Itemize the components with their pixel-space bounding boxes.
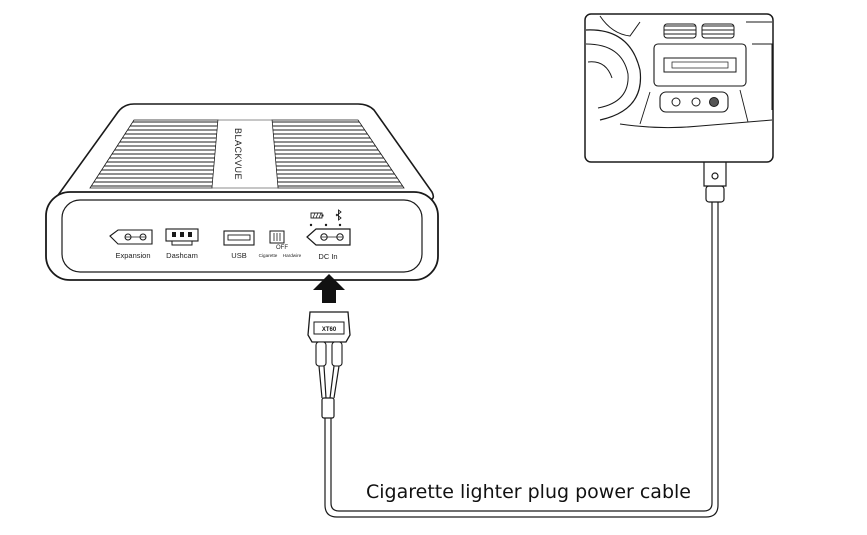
switch-off-label: OFF — [276, 245, 288, 251]
xt60-label: XT60 — [322, 327, 337, 333]
expansion-port: Expansion — [109, 229, 153, 260]
usb-port: USB — [223, 230, 255, 260]
bluetooth-icon — [335, 209, 342, 221]
status-led-1 — [309, 223, 313, 227]
insert-arrow-icon — [313, 274, 345, 303]
expansion-port-label: Expansion — [115, 251, 150, 260]
status-led-3 — [338, 223, 342, 227]
xt60-connector: XT60 — [307, 311, 351, 367]
device-center-panel — [211, 119, 279, 189]
mode-switch: OFF Cigarette Hardwire — [259, 230, 302, 258]
device-brand-label: BLACKVUE — [233, 128, 243, 180]
cable-caption: Cigarette lighter plug power cable — [366, 481, 691, 503]
usb-port-label: USB — [231, 251, 246, 260]
car-dashboard-icon — [584, 13, 774, 163]
battery-pack-device: BLACKVUE Expansion Dashcam USB — [45, 103, 439, 281]
power-cable — [318, 200, 719, 518]
battery-icon — [310, 212, 324, 219]
dashcam-port-label: Dashcam — [166, 251, 198, 260]
dashcam-port: Dashcam — [165, 228, 199, 260]
switch-hardwire-label: Hardwire — [283, 253, 302, 258]
dc-in-port-label: DC In — [318, 252, 337, 261]
switch-cigarette-label: Cigarette — [259, 253, 278, 258]
cigarette-socket — [709, 97, 719, 107]
dc-in-port: DC In — [306, 228, 351, 261]
status-led-2 — [324, 223, 328, 227]
